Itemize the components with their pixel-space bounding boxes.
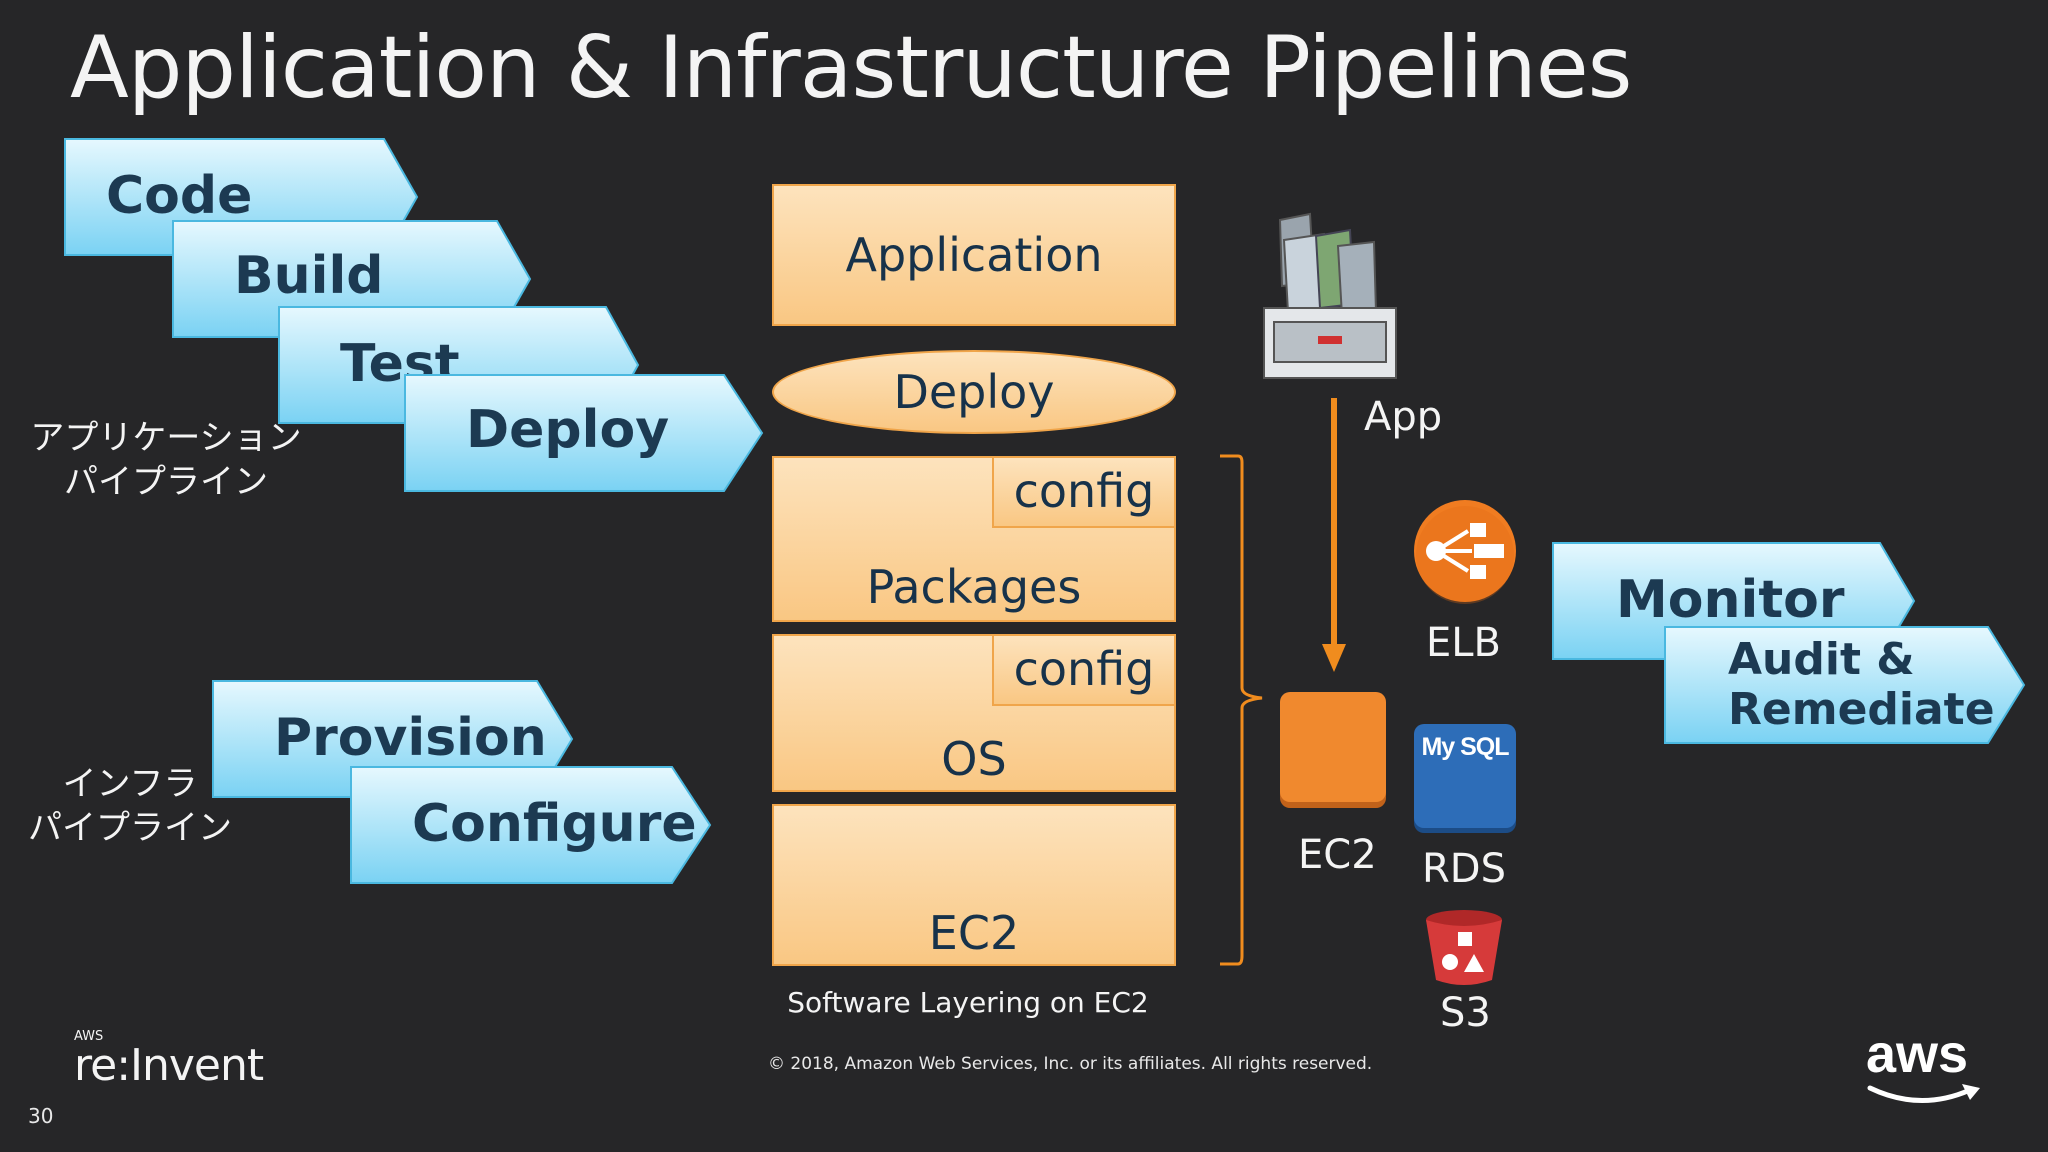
chevron-configure: Configure [350,766,712,884]
infra-pipeline-label-line1: インフラ [62,764,198,804]
layer-ec2-label: EC2 [928,906,1020,960]
reinvent-logo: AWS re:Invent [74,1029,264,1091]
elb-label: ELB [1426,620,1501,666]
config-packages: config [992,456,1176,528]
app-pipeline-label-line2: パイプライン [64,462,268,502]
rds-icon: My SQL [1414,724,1516,828]
app-label: App [1364,394,1443,440]
app-pipeline-label-line1: アプリケーション [30,418,302,458]
elb-icon [1414,500,1516,604]
layer-packages-label: Packages [866,560,1082,614]
deploy-ellipse-label: Deploy [893,365,1055,419]
page-number: 30 [28,1104,54,1128]
ec2-label: EC2 [1298,832,1377,878]
chevron-audit-remediate: Audit & Remediate [1664,626,2026,744]
slide-title: Application & Infrastructure Pipelines [70,18,1632,118]
infra-pipeline-label: インフラ パイプライン [0,762,260,850]
s3-bucket-icon [1426,910,1502,985]
s3-label: S3 [1440,990,1491,1036]
rds-label: RDS [1422,846,1506,892]
aws-smile-icon [1867,1084,1980,1103]
chevron-build-label: Build [234,246,384,306]
chevron-configure-label: Configure [412,794,697,854]
chevron-code-label: Code [106,166,253,226]
app-pipeline-label: アプリケーション パイプライン [16,416,316,504]
chevron-audit-label-1: Audit & [1728,634,1915,685]
layer-application: Application [772,184,1176,326]
ec2-icon [1280,692,1386,802]
reinvent-logo-text: re:Invent [74,1040,264,1091]
layer-ec2: EC2 [772,804,1176,966]
aws-logo-text: aws [1866,1024,1969,1084]
layer-application-label: Application [845,228,1103,282]
aws-logo: aws [1866,1026,1986,1112]
copyright: © 2018, Amazon Web Services, Inc. or its… [768,1054,1373,1074]
chevron-audit-label-2: Remediate [1728,684,1995,735]
config-os-label: config [1013,642,1155,696]
bracket [1220,454,1263,966]
layer-os-label: OS [941,732,1007,786]
rds-icon-text: My SQL [1421,733,1509,761]
config-os: config [992,634,1176,706]
app-archive-icon [1263,212,1397,379]
deploy-arrow [1322,398,1346,672]
reinvent-logo-aws: AWS [74,1029,104,1044]
config-packages-label: config [1013,464,1155,518]
infra-pipeline-label-line2: パイプライン [28,808,232,848]
chevron-deploy-label: Deploy [466,400,670,460]
stack-caption: Software Layering on EC2 [787,986,1149,1019]
chevron-monitor-label: Monitor [1616,570,1845,630]
chevron-provision-label: Provision [274,708,547,768]
chevron-deploy: Deploy [404,374,764,492]
deploy-ellipse: Deploy [772,350,1176,434]
